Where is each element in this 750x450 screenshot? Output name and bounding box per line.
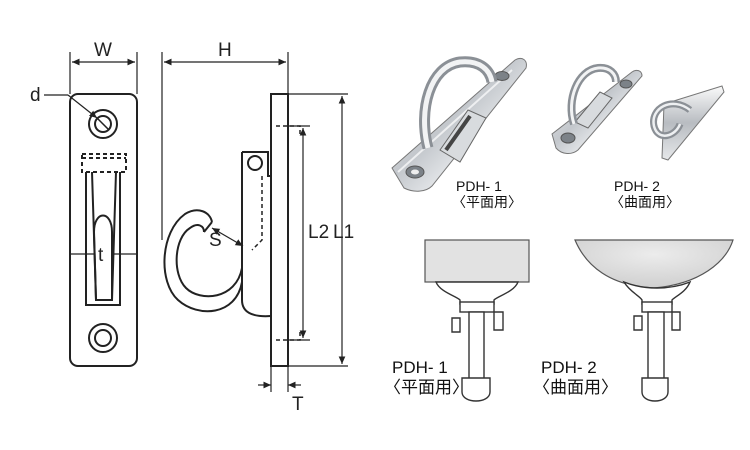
dim-label-t-thickness: T (292, 394, 304, 415)
dim-label-t: t (98, 245, 104, 266)
usage-pdh2-label: PDH- 2 (541, 358, 597, 377)
top-screw-hole (88, 109, 118, 139)
dim-label-l1: L1 (333, 222, 354, 243)
dim-label-s: S (209, 230, 222, 251)
dimension-s (211, 227, 244, 247)
dimension-w (69, 52, 138, 94)
dimension-d-leader (44, 94, 98, 119)
dimension-l2 (288, 125, 310, 341)
usage-pdh1-diagram (424, 239, 530, 402)
dimension-h (161, 52, 289, 240)
dim-label-h: H (218, 40, 232, 61)
front-view-drawing (69, 93, 138, 367)
photo-pdh2 (551, 63, 725, 161)
photo-pdh2-label: PDH- 2 (614, 178, 660, 194)
dim-label-w: W (94, 40, 112, 61)
dim-label-l2: L2 (308, 222, 329, 243)
photo-pdh1 (391, 56, 527, 192)
usage-pdh1-label: PDH- 1 (392, 358, 448, 377)
dim-label-d: d (30, 85, 41, 106)
dimension-t (258, 366, 301, 392)
usage-pdh2-diagram (574, 239, 734, 402)
dimension-l1 (288, 93, 348, 367)
usage-pdh1-sub: 〈平面用〉 (384, 378, 469, 397)
photo-pdh1-sub: 〈平面用〉 (452, 194, 522, 210)
side-view-drawing (163, 93, 301, 367)
bottom-screw-hole (88, 323, 118, 353)
photo-pdh1-label: PDH- 1 (456, 178, 502, 194)
usage-pdh2-sub: 〈曲面用〉 (533, 378, 618, 397)
photo-pdh2-sub: 〈曲面用〉 (610, 194, 680, 210)
